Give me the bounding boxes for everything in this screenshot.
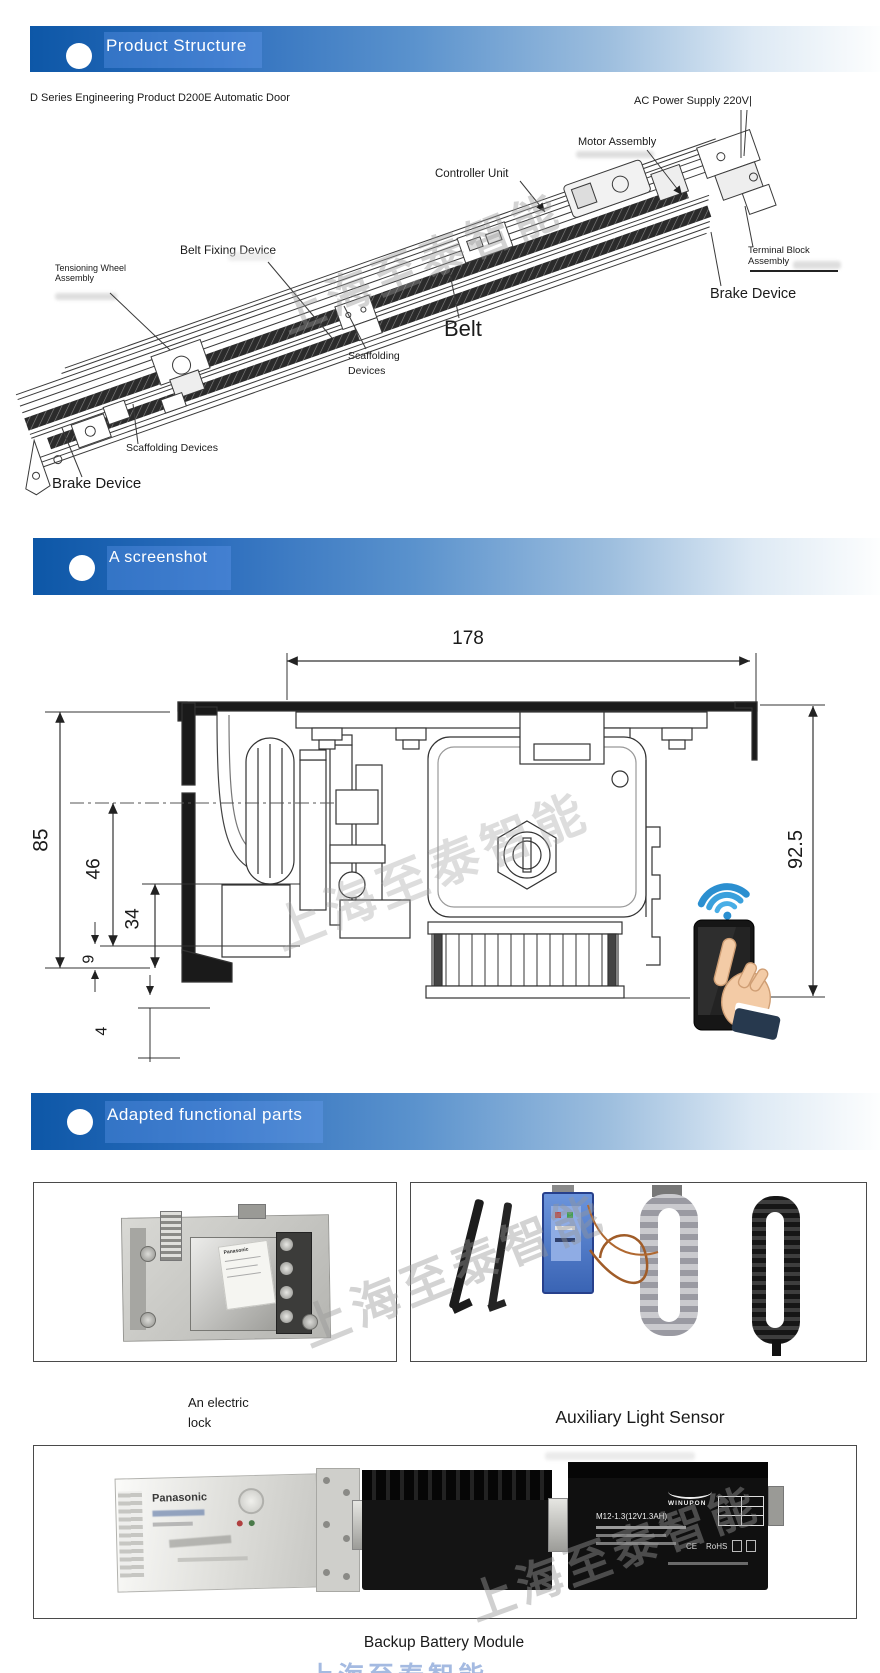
- battery-cert-rohs: RoHS: [706, 1542, 728, 1551]
- cross-section-drawing: [45, 653, 825, 1062]
- banner-adapted-parts: Adapted functional parts: [31, 1093, 880, 1150]
- battery-model: M12-1.3(12V1.3AH): [596, 1512, 668, 1521]
- banner-screenshot: A screenshot: [33, 538, 880, 595]
- diagram-title: D Series Engineering Product D200E Autom…: [30, 92, 290, 104]
- battery-cert-ce: CE: [686, 1542, 698, 1551]
- banner-dot-icon: [66, 43, 92, 69]
- label-light-sensor: Auxiliary Light Sensor: [555, 1407, 725, 1427]
- dim-178: 178: [452, 628, 484, 649]
- wifi-icon: [697, 883, 750, 920]
- label-brake-device-left: Brake Device: [52, 475, 142, 492]
- label-ac-power: AC Power Supply 220V|: [634, 95, 752, 107]
- banner-title: Product Structure: [106, 36, 247, 55]
- label-controller-unit: Controller Unit: [435, 168, 509, 180]
- banner-title: Adapted functional parts: [107, 1105, 303, 1124]
- label-motor-assembly: Motor Assembly: [578, 136, 657, 148]
- battery-brand: WINUPON: [668, 1500, 707, 1507]
- label-belt: Belt: [444, 316, 482, 341]
- banner-title: A screenshot: [109, 549, 208, 566]
- hand-icon: [713, 937, 781, 1040]
- rail-diagram: [15, 109, 838, 496]
- label-scaffolding-left: Scaffolding Devices: [126, 442, 219, 454]
- label-brake-device-right: Brake Device: [710, 286, 797, 302]
- label-battery-module: Backup Battery Module: [363, 1634, 525, 1651]
- banner-product-structure: Product Structure: [30, 26, 880, 72]
